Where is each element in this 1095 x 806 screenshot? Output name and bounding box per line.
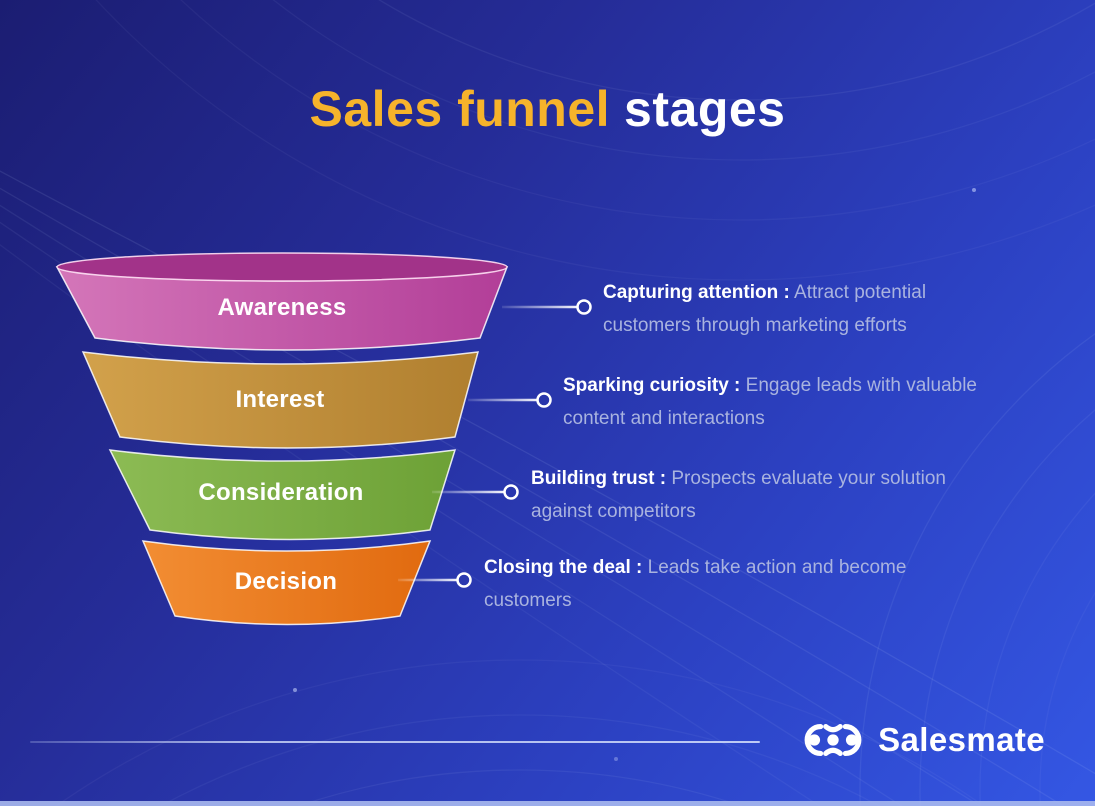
page-title-highlight: Sales funnel — [309, 81, 611, 137]
description-awareness-body: Attract potential customers through mark… — [603, 282, 927, 336]
stage-label-consideration: Consideration — [198, 479, 363, 506]
description-decision-body: Leads take action and become customers — [484, 557, 907, 611]
description-awareness-heading: Capturing attention : — [603, 282, 790, 303]
description-consideration-body: Prospects evaluate your solution against… — [531, 468, 946, 522]
description-interest-body: Engage leads with valuable content and i… — [563, 375, 977, 429]
description-awareness: Capturing attention : Attract potential … — [603, 276, 988, 342]
salesmate-chain-icon — [804, 723, 862, 757]
connector-interest — [468, 392, 552, 408]
description-interest: Sparking curiosity : Engage leads with v… — [563, 369, 1018, 435]
stage-label-awareness: Awareness — [217, 294, 346, 321]
funnel-stage-decision: Decision — [141, 540, 432, 626]
description-consideration-heading: Building trust : — [531, 468, 667, 489]
funnel-stage-interest: Interest — [81, 351, 480, 449]
footer-divider — [30, 741, 760, 743]
bottom-edge-strip — [0, 801, 1095, 806]
stage-label-interest: Interest — [235, 386, 324, 413]
funnel-stage-awareness: Awareness — [55, 252, 509, 351]
background-sparkle — [972, 188, 976, 192]
connector-awareness — [502, 299, 592, 315]
connector-decision — [398, 572, 472, 588]
background-sparkle — [614, 757, 618, 761]
brand-logo: Salesmate — [802, 718, 1045, 762]
description-consideration: Building trust : Prospects evaluate your… — [531, 462, 996, 528]
description-decision-heading: Closing the deal : — [484, 557, 643, 578]
page-title-rest: stages — [624, 81, 786, 137]
funnel-stage-consideration: Consideration — [108, 449, 457, 541]
connector-consideration — [432, 484, 519, 500]
background-sparkle — [293, 688, 297, 692]
stage-label-decision: Decision — [235, 568, 337, 595]
funnel-top-rim — [56, 252, 508, 282]
brand-name: Salesmate — [878, 721, 1045, 758]
description-interest-heading: Sparking curiosity : — [563, 375, 741, 396]
description-decision: Closing the deal : Leads take action and… — [484, 551, 954, 617]
